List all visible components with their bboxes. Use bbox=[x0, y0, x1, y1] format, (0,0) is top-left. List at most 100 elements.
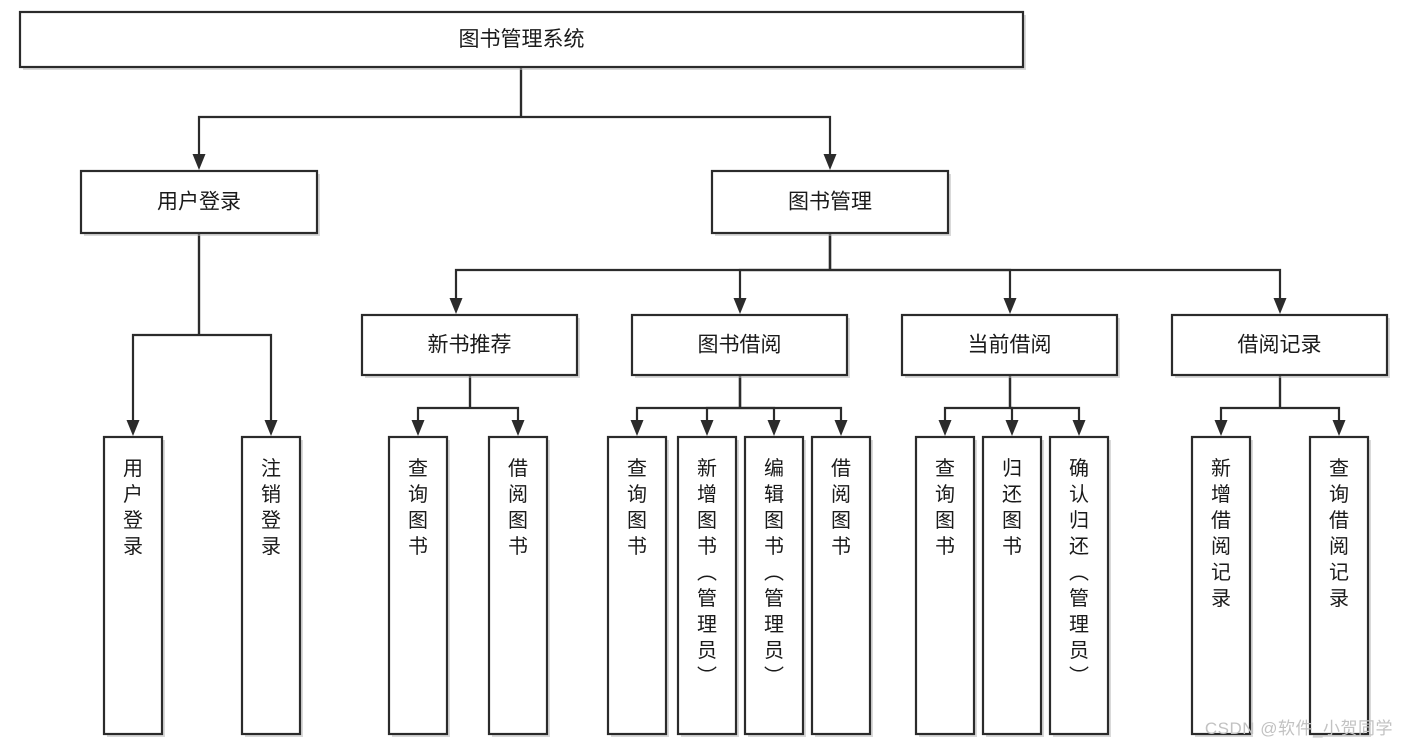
connector-branch bbox=[199, 333, 273, 420]
connector-new-book-rec-to-leaf-borrow-book-1 bbox=[468, 375, 525, 436]
connector-arrowhead-icon bbox=[1214, 420, 1228, 436]
connector-arrowhead-icon bbox=[700, 420, 714, 436]
node-box[interactable] bbox=[810, 435, 872, 736]
node-leaf-borrow-book-1[interactable]: 借阅图书 bbox=[487, 435, 550, 737]
connector-branch bbox=[131, 333, 199, 420]
connector-current-borrow-to-leaf-query-book-3 bbox=[938, 375, 1012, 436]
connector-branch bbox=[1010, 406, 1014, 420]
node-box[interactable] bbox=[79, 169, 319, 235]
connector-book-borrow-to-leaf-add-book bbox=[700, 375, 742, 436]
node-label: 归还图书 bbox=[1002, 457, 1022, 558]
node-box[interactable] bbox=[606, 435, 668, 736]
node-book-borrow[interactable]: 图书借阅 bbox=[630, 313, 850, 378]
connector-new-book-rec-to-leaf-query-book-1 bbox=[411, 375, 472, 436]
connector-borrow-record-to-leaf-query-record bbox=[1278, 375, 1346, 436]
node-box[interactable] bbox=[981, 435, 1043, 736]
connector-root-to-user-login bbox=[192, 67, 523, 170]
node-box[interactable] bbox=[630, 313, 849, 377]
node-leaf-confirm-return[interactable]: 确认归还︵管理员︶ bbox=[1048, 435, 1111, 737]
node-box[interactable] bbox=[676, 435, 738, 736]
node-label: 图书借阅 bbox=[698, 334, 782, 357]
node-box[interactable] bbox=[743, 435, 805, 736]
node-label: 图书管理 bbox=[788, 191, 872, 214]
node-leaf-user-login[interactable]: 用户登录 bbox=[102, 435, 165, 737]
node-box[interactable] bbox=[710, 169, 950, 235]
connector-book-manage-to-new-book-rec bbox=[449, 233, 832, 314]
node-current-borrow[interactable]: 当前借阅 bbox=[900, 313, 1120, 378]
connector-user-login-to-leaf-logout bbox=[197, 233, 278, 436]
node-box[interactable] bbox=[102, 435, 164, 736]
node-label: 图书管理系统 bbox=[459, 28, 585, 51]
connector-branch bbox=[1280, 406, 1341, 420]
connector-book-manage-to-book-borrow bbox=[733, 233, 832, 314]
node-leaf-query-book-2[interactable]: 查询图书 bbox=[606, 435, 669, 737]
connector-arrowhead-icon bbox=[511, 420, 525, 436]
connector-book-borrow-to-leaf-borrow-book-2 bbox=[738, 375, 848, 436]
node-box[interactable] bbox=[914, 435, 976, 736]
connector-arrowhead-icon bbox=[1005, 420, 1019, 436]
node-box[interactable] bbox=[1170, 313, 1389, 377]
node-user-login[interactable]: 用户登录 bbox=[79, 169, 320, 236]
node-box[interactable] bbox=[240, 435, 302, 736]
connector-branch bbox=[470, 406, 520, 420]
node-leaf-add-record[interactable]: 新增借阅记录 bbox=[1190, 435, 1253, 737]
node-label: 查询图书 bbox=[935, 457, 955, 558]
nodes-layer: 图书管理系统用户登录图书管理新书推荐图书借阅当前借阅借阅记录用户登录注销登录查询… bbox=[18, 10, 1390, 737]
connector-arrowhead-icon bbox=[767, 420, 781, 436]
connector-arrowhead-icon bbox=[1003, 298, 1017, 314]
node-label: 借阅图书 bbox=[831, 457, 851, 558]
node-label: 新书推荐 bbox=[428, 334, 512, 357]
node-label: 查询借阅记录 bbox=[1329, 457, 1349, 610]
connector-borrow-record-to-leaf-add-record bbox=[1214, 375, 1282, 436]
node-label: 当前借阅 bbox=[968, 334, 1052, 357]
node-leaf-query-book-3[interactable]: 查询图书 bbox=[914, 435, 977, 737]
node-label: 新增图书︵管理员︶ bbox=[697, 457, 717, 688]
connector-arrowhead-icon bbox=[733, 298, 747, 314]
connector-branch bbox=[830, 268, 1282, 298]
connector-branch bbox=[830, 268, 1012, 298]
node-box[interactable] bbox=[18, 10, 1025, 69]
node-box[interactable] bbox=[1308, 435, 1370, 736]
connector-branch bbox=[705, 406, 740, 420]
node-label: 编辑图书︵管理员︶ bbox=[764, 457, 784, 688]
connector-arrowhead-icon bbox=[1273, 298, 1287, 314]
connector-branch bbox=[635, 406, 740, 420]
connector-branch bbox=[521, 115, 832, 154]
node-box[interactable] bbox=[387, 435, 449, 736]
connector-arrowhead-icon bbox=[834, 420, 848, 436]
connector-book-borrow-to-leaf-edit-book bbox=[738, 375, 781, 436]
node-new-book-rec[interactable]: 新书推荐 bbox=[360, 313, 580, 378]
node-label: 借阅图书 bbox=[508, 457, 528, 558]
node-label: 用户登录 bbox=[157, 191, 241, 214]
connector-branch bbox=[740, 406, 843, 420]
node-box[interactable] bbox=[1190, 435, 1252, 736]
node-root[interactable]: 图书管理系统 bbox=[18, 10, 1026, 70]
connector-branch bbox=[1010, 406, 1081, 420]
connector-book-manage-to-borrow-record bbox=[828, 233, 1287, 314]
node-label: 借阅记录 bbox=[1238, 334, 1322, 357]
node-book-manage[interactable]: 图书管理 bbox=[710, 169, 951, 236]
connector-arrowhead-icon bbox=[126, 420, 140, 436]
node-label: 查询图书 bbox=[408, 457, 428, 558]
connector-branch bbox=[197, 115, 521, 154]
node-leaf-add-book[interactable]: 新增图书︵管理员︶ bbox=[676, 435, 739, 737]
node-box[interactable] bbox=[1048, 435, 1110, 736]
node-borrow-record[interactable]: 借阅记录 bbox=[1170, 313, 1390, 378]
node-box[interactable] bbox=[360, 313, 579, 377]
connector-branch bbox=[738, 268, 830, 298]
node-leaf-logout[interactable]: 注销登录 bbox=[240, 435, 303, 737]
connector-arrowhead-icon bbox=[192, 154, 206, 170]
node-leaf-query-book-1[interactable]: 查询图书 bbox=[387, 435, 450, 737]
node-leaf-return-book[interactable]: 归还图书 bbox=[981, 435, 1044, 737]
node-leaf-edit-book[interactable]: 编辑图书︵管理员︶ bbox=[743, 435, 806, 737]
connector-arrowhead-icon bbox=[630, 420, 644, 436]
node-box[interactable] bbox=[900, 313, 1119, 377]
connector-current-borrow-to-leaf-confirm-return bbox=[1008, 375, 1086, 436]
edges-layer bbox=[126, 67, 1346, 436]
node-leaf-borrow-book-2[interactable]: 借阅图书 bbox=[810, 435, 873, 737]
connector-book-manage-to-current-borrow bbox=[828, 233, 1017, 314]
node-box[interactable] bbox=[487, 435, 549, 736]
node-leaf-query-record[interactable]: 查询借阅记录 bbox=[1308, 435, 1371, 737]
connector-root-to-book-manage bbox=[519, 67, 837, 170]
